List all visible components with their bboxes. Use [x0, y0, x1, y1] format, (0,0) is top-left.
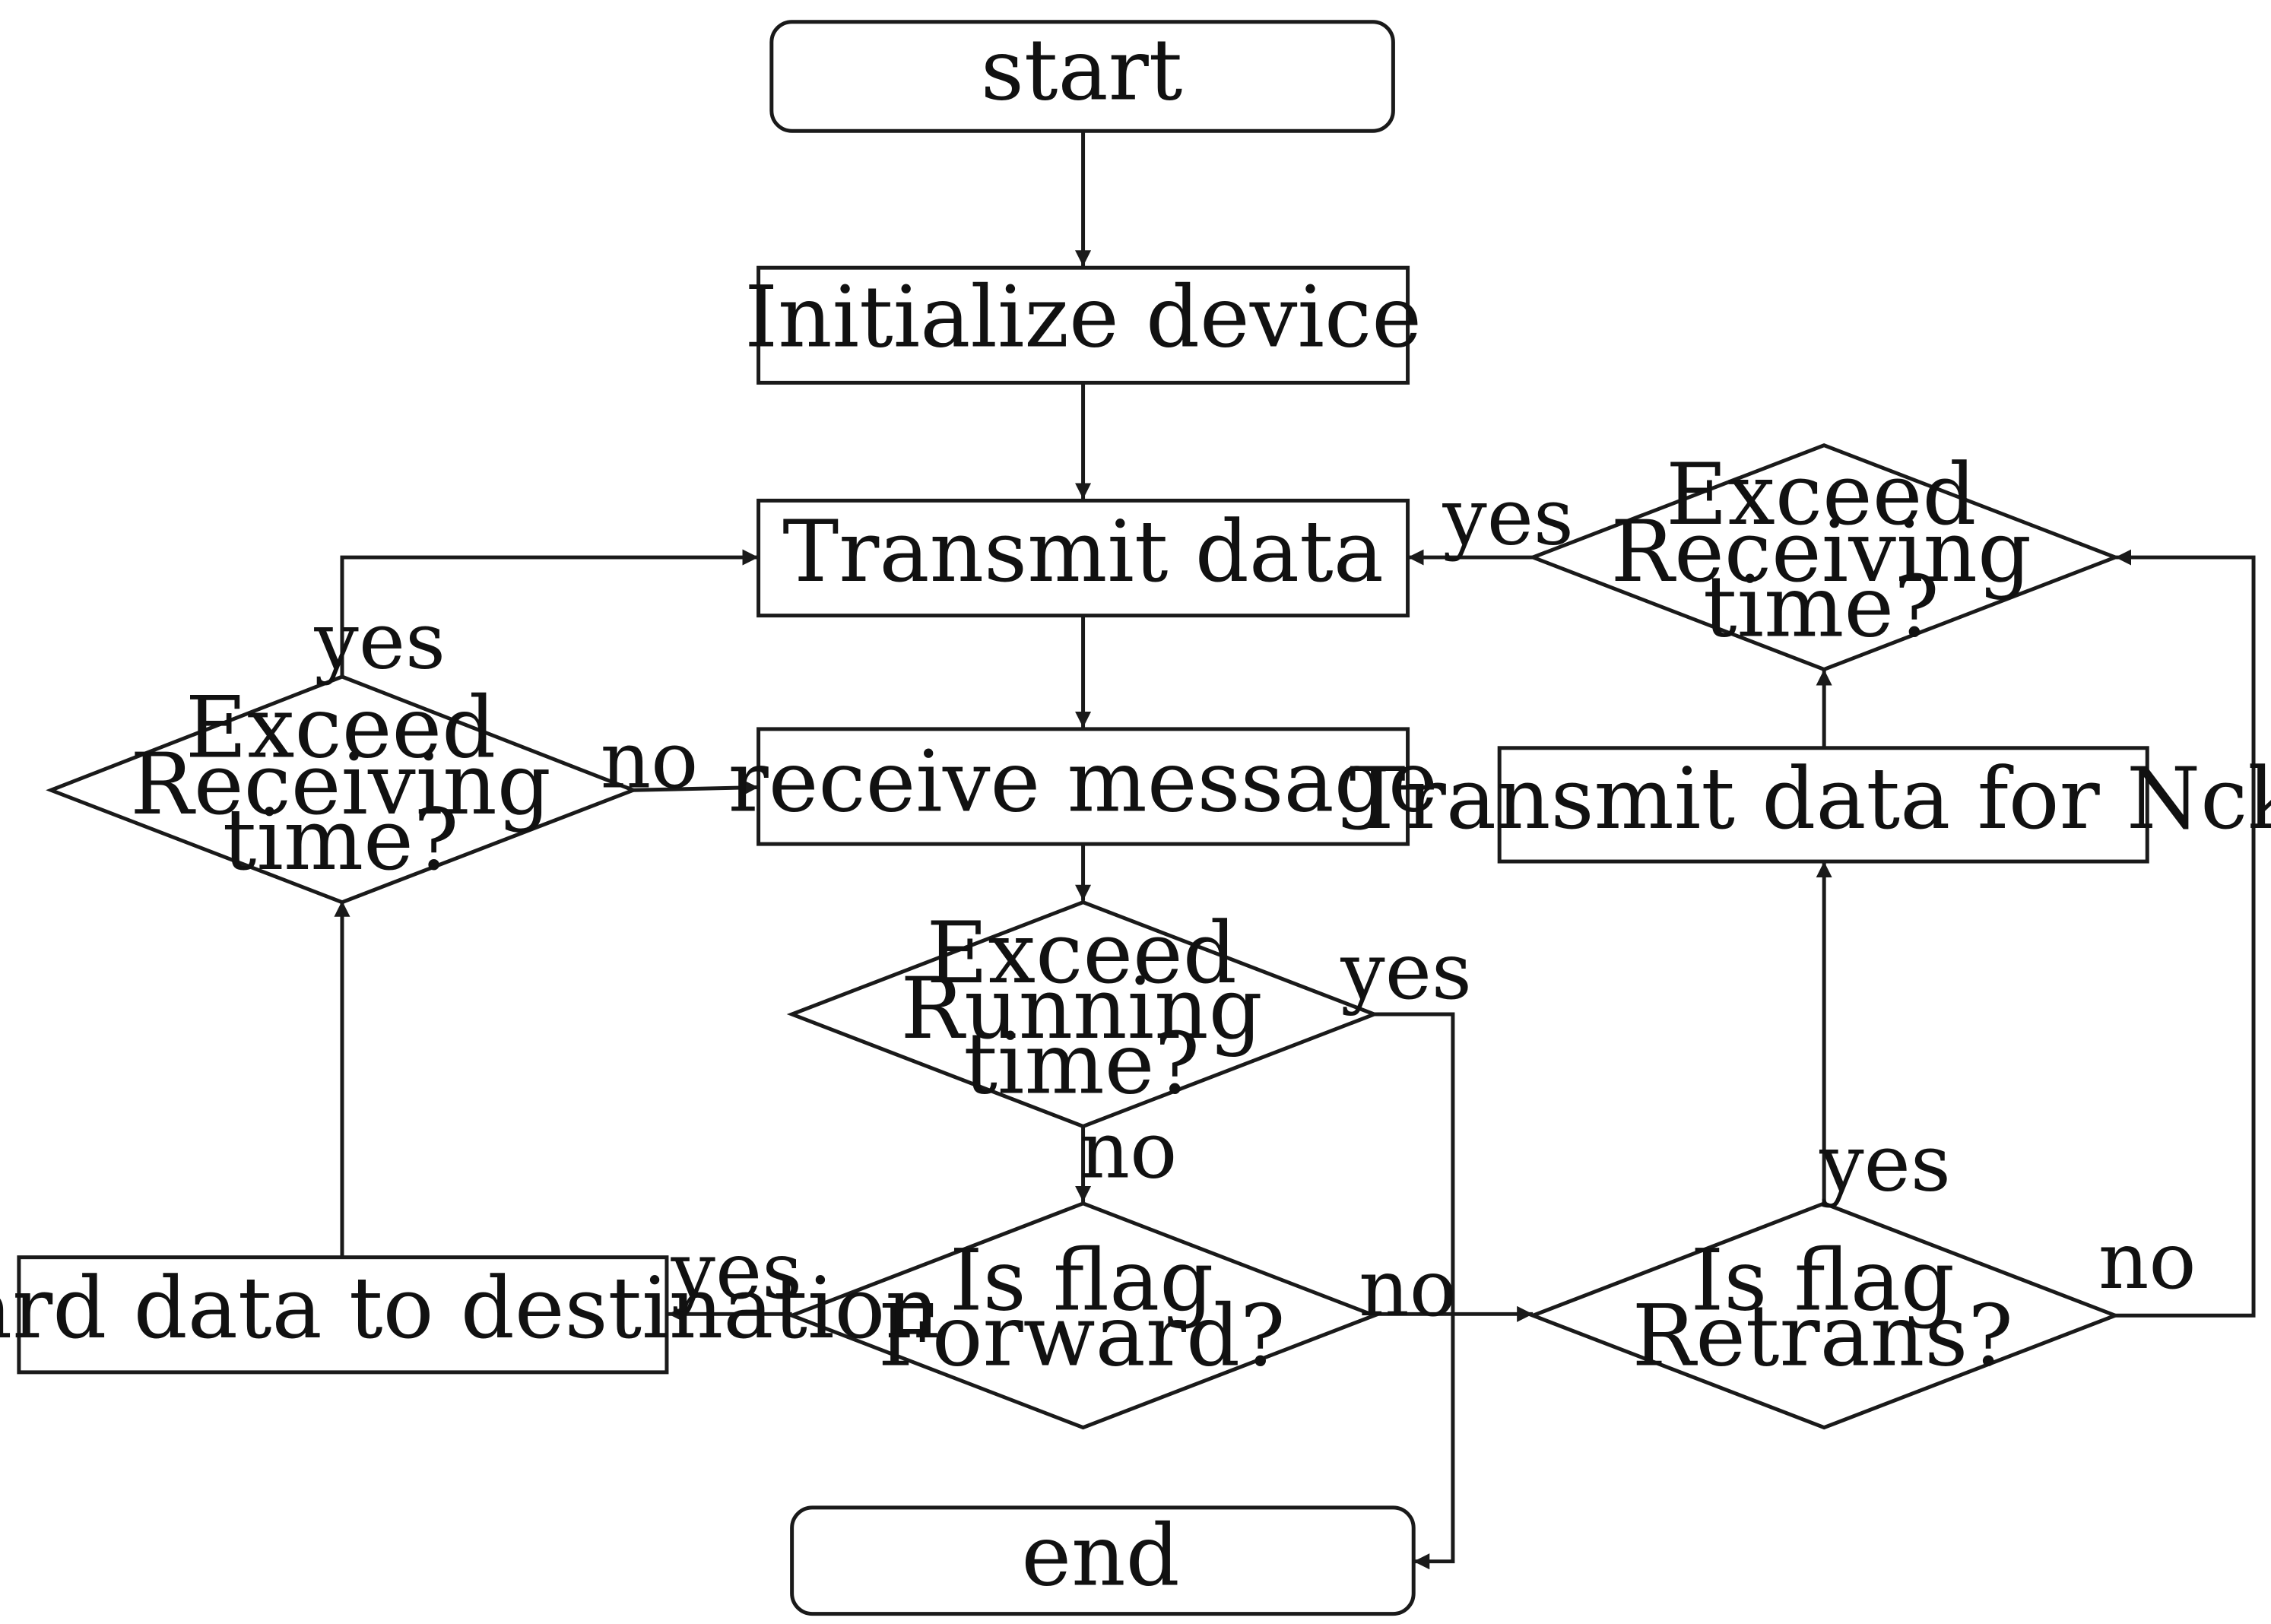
receive-message-box [756, 727, 1410, 846]
exceed-receiving-left-line-1: Exceed [186, 679, 496, 777]
start-label: start [981, 21, 1183, 119]
node-start: start [769, 20, 1395, 133]
node-is-flag-retrans: Is flag Retrans? [1527, 1201, 2121, 1430]
forward-data-label: Forward data to destination [0, 1260, 940, 1358]
transmit-data-label: Transmit data [782, 503, 1384, 601]
initialize-device-box [756, 265, 1410, 385]
node-initialize-device: Initialize device [744, 265, 1422, 385]
edge-exceed-left-to-receive [633, 779, 759, 796]
exceed-receiving-right-line-1: Exceed [1666, 446, 1976, 544]
exceed-receiving-left-line-2: Receiving [130, 736, 551, 834]
node-transmit-data-for-nck: Transmit data for Nck [1350, 746, 2271, 864]
edge-label-right-yes: yes [1442, 472, 1574, 563]
forward-data-box [17, 1255, 669, 1375]
node-exceed-receiving-right: Exceed Receiving time? [1527, 443, 2121, 672]
transmit-data-box [756, 498, 1410, 618]
end-label: end [1021, 1508, 1179, 1606]
is-flag-forward-diamond [786, 1201, 1380, 1430]
node-transmit-data: Transmit data [756, 498, 1410, 618]
is-flag-retrans-line-1: Is flag [1691, 1232, 1955, 1331]
edge-label-retrans-yes: yes [1819, 1118, 1951, 1210]
is-flag-forward-line-2: Forward? [878, 1288, 1286, 1386]
edge-label-forward-no: no [1359, 1243, 1457, 1334]
edges [334, 131, 2256, 1570]
edge-exceed-left-to-transmit [340, 549, 759, 677]
node-forward-data: Forward data to destination [0, 1255, 940, 1375]
is-flag-forward-line-1: Is flag [950, 1232, 1213, 1331]
edge-label-running-no: no [1080, 1105, 1178, 1196]
node-is-flag-forward: Is flag Forward? [786, 1201, 1380, 1430]
node-receive-message: receive message [728, 727, 1438, 846]
is-flag-retrans-diamond [1527, 1201, 2121, 1430]
start-terminal-shape [769, 20, 1395, 133]
receive-message-label: receive message [728, 733, 1438, 831]
edge-exceed-running-to-end [1374, 1012, 1455, 1570]
node-exceed-receiving-left: Exceed Receiving time? [46, 674, 639, 905]
exceed-receiving-right-diamond [1527, 443, 2121, 672]
node-end: end [790, 1505, 1416, 1616]
exceed-running-line-2: Running [901, 960, 1263, 1058]
exceed-receiving-right-line-2: Receiving [1611, 503, 2032, 601]
edge-is-retrans-to-exceed-right [2115, 549, 2256, 1318]
exceed-receiving-left-diamond [46, 674, 639, 905]
exceed-running-line-3: time? [963, 1016, 1200, 1114]
edge-label-forward-yes: yes [671, 1226, 803, 1317]
edge-label-left-yes: yes [313, 595, 446, 687]
end-terminal-shape [790, 1505, 1416, 1616]
edge-labels: yes no yes no yes no yes no yes [313, 472, 2196, 1334]
edge-label-running-yes: yes [1340, 926, 1472, 1017]
edge-label-retrans-no: no [2098, 1216, 2196, 1307]
is-flag-retrans-line-2: Retrans? [1632, 1288, 2013, 1386]
node-exceed-running-time: Exceed Running time? [786, 900, 1380, 1129]
exceed-running-line-1: Exceed [926, 905, 1236, 1003]
transmit-nck-label: Transmit data for Nck [1350, 750, 2271, 848]
transmit-nck-box [1497, 746, 2149, 864]
edge-label-left-no: no [601, 715, 699, 806]
exceed-receiving-left-line-3: time? [223, 791, 459, 890]
exceed-running-time-diamond [786, 900, 1380, 1129]
exceed-receiving-right-line-3: time? [1703, 559, 1940, 657]
initialize-device-label: Initialize device [744, 269, 1422, 367]
